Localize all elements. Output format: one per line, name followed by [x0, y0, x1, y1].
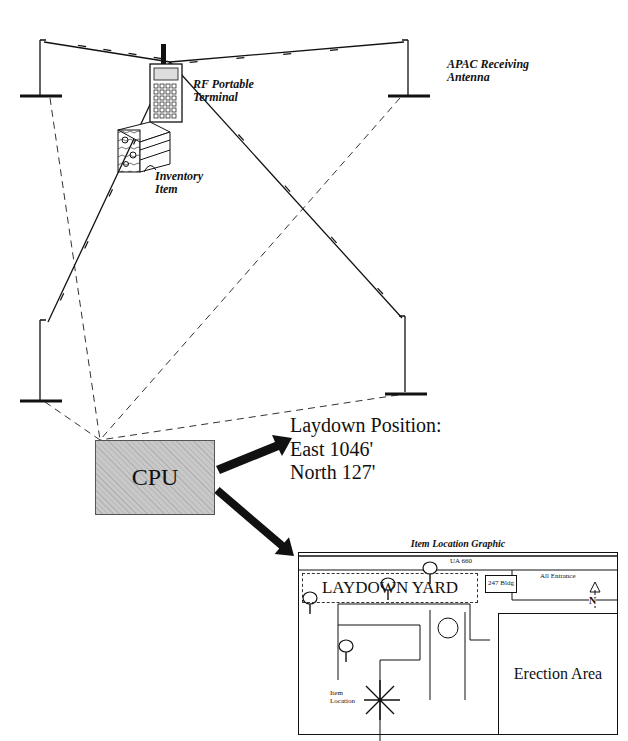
antenna: [20, 40, 430, 401]
tree-symbol: [303, 562, 437, 662]
building-box: 247 Bldg: [485, 575, 517, 593]
node-label: 247 Bldg: [488, 580, 514, 588]
entrance-label: All Entrance: [540, 573, 576, 581]
cpu-box: CPU: [95, 440, 215, 515]
terminal-label: RF Portable Terminal: [193, 78, 273, 104]
node-label: CPU: [132, 464, 179, 490]
position-heading: Laydown Position:: [290, 414, 442, 436]
node-label: LAYDOWN YARD: [322, 579, 458, 598]
item-label: Inventory Item: [155, 170, 217, 196]
item-location-label: Item Location: [330, 690, 364, 705]
inventory-item: [118, 122, 170, 172]
yard-region: LAYDOWN YARD: [302, 573, 478, 603]
block-arrow: [214, 487, 294, 556]
erection-area: Erection Area: [498, 613, 618, 735]
link-ticks: [60, 45, 383, 300]
map-heading: Item Location Graphic: [299, 538, 617, 549]
rf-terminal: [150, 44, 182, 122]
position-value: East 1046': [290, 438, 373, 460]
road-label: UA 660: [450, 558, 472, 566]
block-arrow: [216, 435, 292, 474]
map-drawing: [298, 556, 618, 741]
radio-link: [44, 42, 404, 322]
position-value: North 127': [290, 461, 375, 483]
dashed-link: [45, 98, 400, 440]
node-label: Erection Area: [514, 665, 602, 683]
north-mark: N: [589, 595, 596, 606]
antenna-label: APAC Receiving Antenna: [447, 58, 532, 84]
